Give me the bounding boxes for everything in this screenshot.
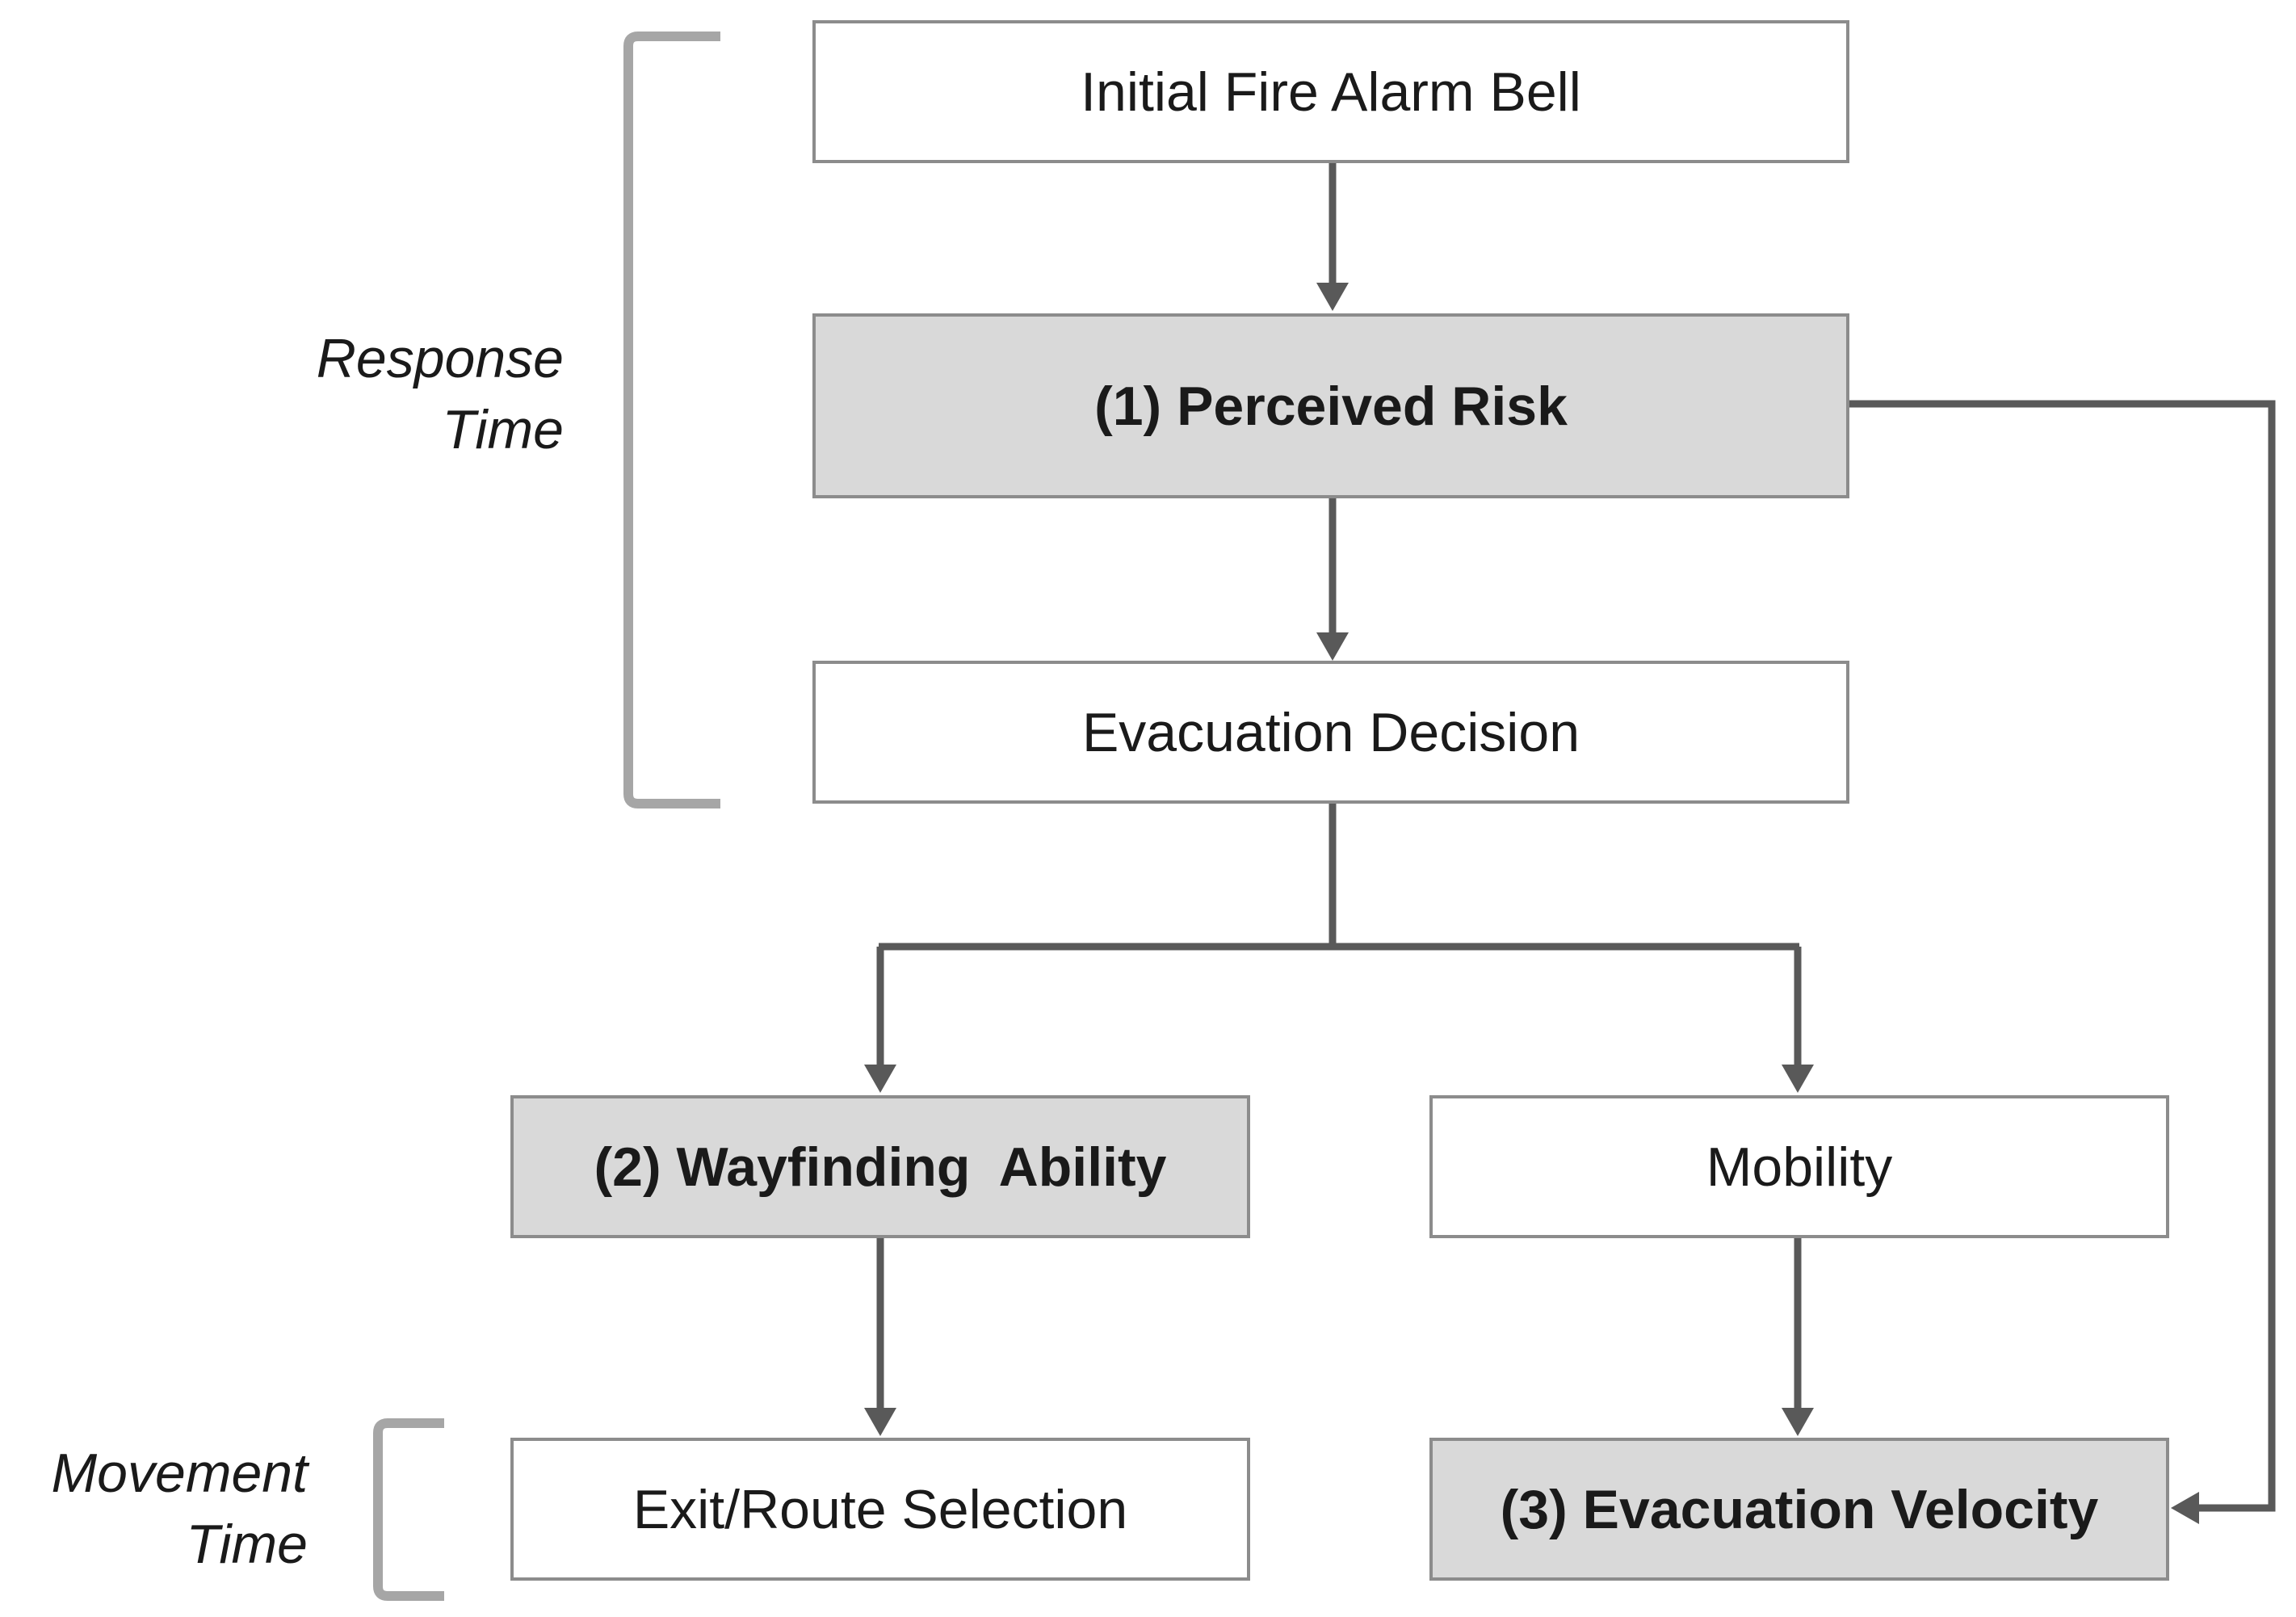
- movement-time-line1: Movement: [51, 1443, 308, 1504]
- arrowhead-decision-to-wayfinding: [864, 1065, 896, 1093]
- node-exit-route-selection-label: Exit/Route Selection: [632, 1478, 1128, 1540]
- arrowhead-alarm-to-risk: [1316, 283, 1349, 311]
- node-evacuation-velocity: (3) Evacuation Velocity: [1429, 1438, 2169, 1581]
- response-time-label: Response Time: [317, 323, 564, 465]
- arrowhead-decision-to-mobility: [1782, 1065, 1814, 1093]
- node-wayfinding-ability: (2) Wayfinding Ability: [510, 1095, 1250, 1238]
- arrowhead-risk-to-velocity: [2171, 1492, 2199, 1524]
- movement-time-line2: Time: [186, 1514, 308, 1575]
- node-evacuation-decision: Evacuation Decision: [812, 661, 1849, 804]
- arrowhead-risk-to-decision: [1316, 632, 1349, 661]
- node-initial-fire-alarm-label: Initial Fire Alarm Bell: [1081, 61, 1581, 123]
- node-exit-route-selection: Exit/Route Selection: [510, 1438, 1250, 1581]
- node-initial-fire-alarm: Initial Fire Alarm Bell: [812, 20, 1849, 163]
- node-evacuation-decision-label: Evacuation Decision: [1081, 701, 1580, 763]
- node-mobility-label: Mobility: [1706, 1136, 1893, 1198]
- node-evacuation-velocity-label: (3) Evacuation Velocity: [1500, 1478, 2099, 1540]
- movement-time-label: Movement Time: [52, 1438, 308, 1580]
- response-time-line2: Time: [442, 399, 564, 460]
- node-perceived-risk: (1) Perceived Risk: [812, 313, 1849, 498]
- response-time-bracket: [623, 32, 720, 808]
- movement-time-bracket: [373, 1418, 444, 1601]
- response-time-line1: Response: [316, 328, 564, 389]
- node-mobility: Mobility: [1429, 1095, 2169, 1238]
- arrowhead-wayfinding-to-exit: [864, 1408, 896, 1436]
- arrowhead-mobility-to-velocity: [1782, 1408, 1814, 1436]
- arrow-risk-to-velocity: [1849, 400, 2276, 1512]
- node-perceived-risk-label: (1) Perceived Risk: [1094, 375, 1568, 437]
- node-wayfinding-ability-label: (2) Wayfinding Ability: [594, 1136, 1167, 1198]
